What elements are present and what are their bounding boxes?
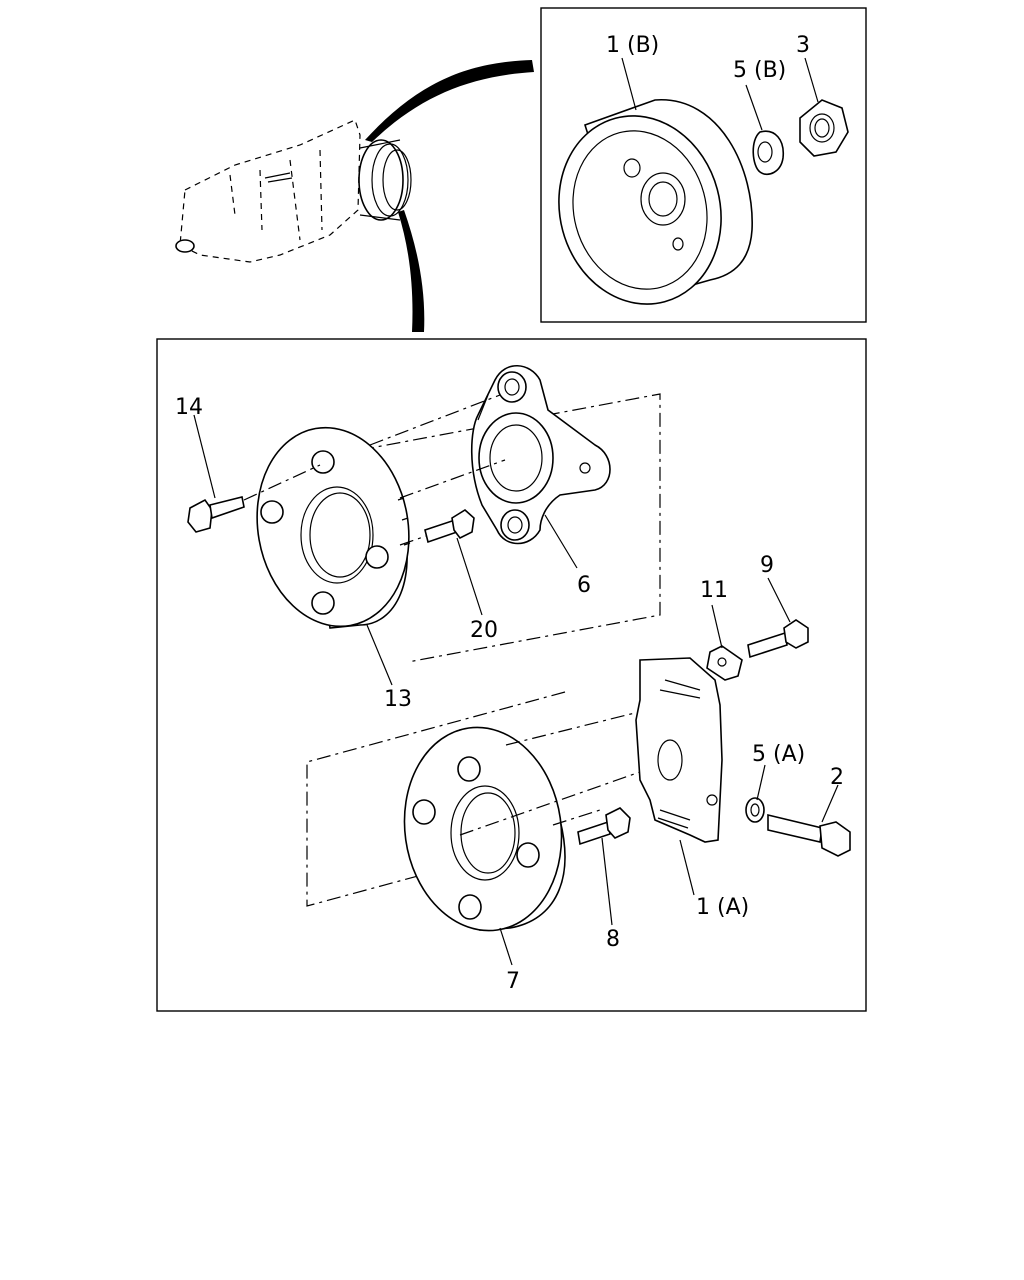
label-13: 13: [384, 687, 412, 712]
label-14: 14: [175, 395, 203, 420]
pulley-1b: [558, 99, 753, 305]
bolt-2: [767, 813, 851, 857]
label-1b: 1 (B): [606, 33, 659, 58]
detail-frame-top: [540, 7, 867, 323]
label-6: 6: [577, 573, 591, 598]
washer-5a: [745, 797, 765, 823]
disc-13: [256, 426, 411, 629]
bracket-6: [470, 365, 611, 545]
label-2: 2: [830, 765, 844, 790]
label-20: 20: [470, 618, 498, 643]
nut-3: [799, 99, 849, 157]
label-8: 8: [606, 927, 620, 952]
bolt-9: [747, 619, 809, 659]
plate-11: [706, 645, 743, 681]
detail-frame-main: [156, 338, 867, 1012]
bolt-8: [577, 807, 631, 846]
washer-5b: [752, 130, 785, 176]
label-3: 3: [796, 33, 810, 58]
label-7: 7: [506, 969, 520, 994]
bolt-14: [187, 496, 245, 533]
label-1a: 1 (A): [696, 895, 749, 920]
label-11: 11: [700, 578, 728, 603]
label-9: 9: [760, 553, 774, 578]
label-5b: 5 (B): [733, 58, 786, 83]
disc-7: [403, 726, 566, 932]
engine-overview: [175, 60, 534, 332]
bracket-1a: [635, 657, 723, 843]
bolt-20: [424, 509, 475, 544]
label-5a: 5 (A): [752, 742, 805, 767]
